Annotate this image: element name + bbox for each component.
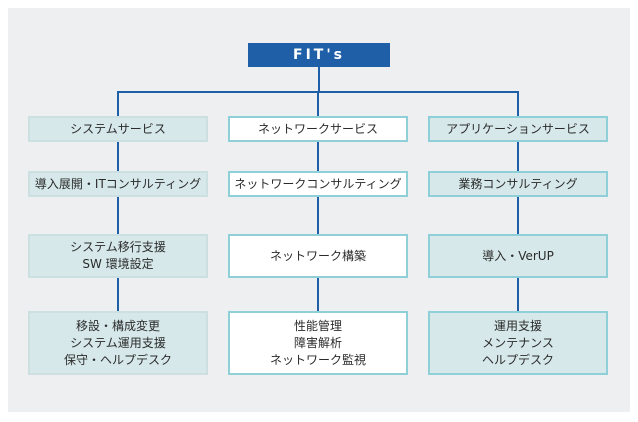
node-label: ネットワークコンサルティング xyxy=(234,176,402,191)
node-label: ネットワーク監視 xyxy=(269,352,366,367)
node-application-services: アプリケーションサービス xyxy=(428,116,608,142)
node-label: 性能管理 xyxy=(293,318,342,333)
node-network-services: ネットワークサービス xyxy=(228,116,408,142)
node-label: メンテナンス xyxy=(482,335,554,350)
node-label: システムサービス xyxy=(70,121,166,136)
node-label: 業務コンサルティング xyxy=(458,176,578,191)
node-label: ネットワークサービス xyxy=(257,121,378,136)
node-label: 保守・ヘルプデスク xyxy=(63,352,172,367)
node-label: システム移行支援 xyxy=(70,240,166,254)
node-label: 移設・構成変更 xyxy=(75,318,160,333)
node-application-verup: 導入・VerUP xyxy=(428,234,608,278)
node-system-migration: システム移行支援 SW 環境設定 xyxy=(28,234,208,278)
node-label: 導入・VerUP xyxy=(482,248,554,263)
node-label: 障害解析 xyxy=(293,335,342,350)
node-system-services: システムサービス xyxy=(28,116,208,142)
node-label: ヘルプデスク xyxy=(481,352,554,367)
node-label: SW 環境設定 xyxy=(82,257,154,271)
node-label: 運用支援 xyxy=(493,318,542,333)
node-label: 導入展開・ITコンサルティング xyxy=(34,176,202,191)
node-network-construction: ネットワーク構築 xyxy=(228,234,408,278)
root-node-label: FIT's xyxy=(293,46,345,63)
root-node-fits: FIT's xyxy=(248,43,390,67)
node-system-operations: 移設・構成変更 システム運用支援 保守・ヘルプデスク xyxy=(28,311,208,375)
node-label: ネットワーク構築 xyxy=(269,248,366,263)
node-label: システム運用支援 xyxy=(70,335,166,350)
node-network-monitoring: 性能管理 障害解析 ネットワーク監視 xyxy=(228,311,408,375)
node-application-consulting: 業務コンサルティング xyxy=(428,171,608,197)
node-application-support: 運用支援 メンテナンス ヘルプデスク xyxy=(428,311,608,375)
node-system-consulting: 導入展開・ITコンサルティング xyxy=(28,171,208,197)
node-network-consulting: ネットワークコンサルティング xyxy=(228,171,408,197)
node-label: アプリケーションサービス xyxy=(446,121,590,136)
